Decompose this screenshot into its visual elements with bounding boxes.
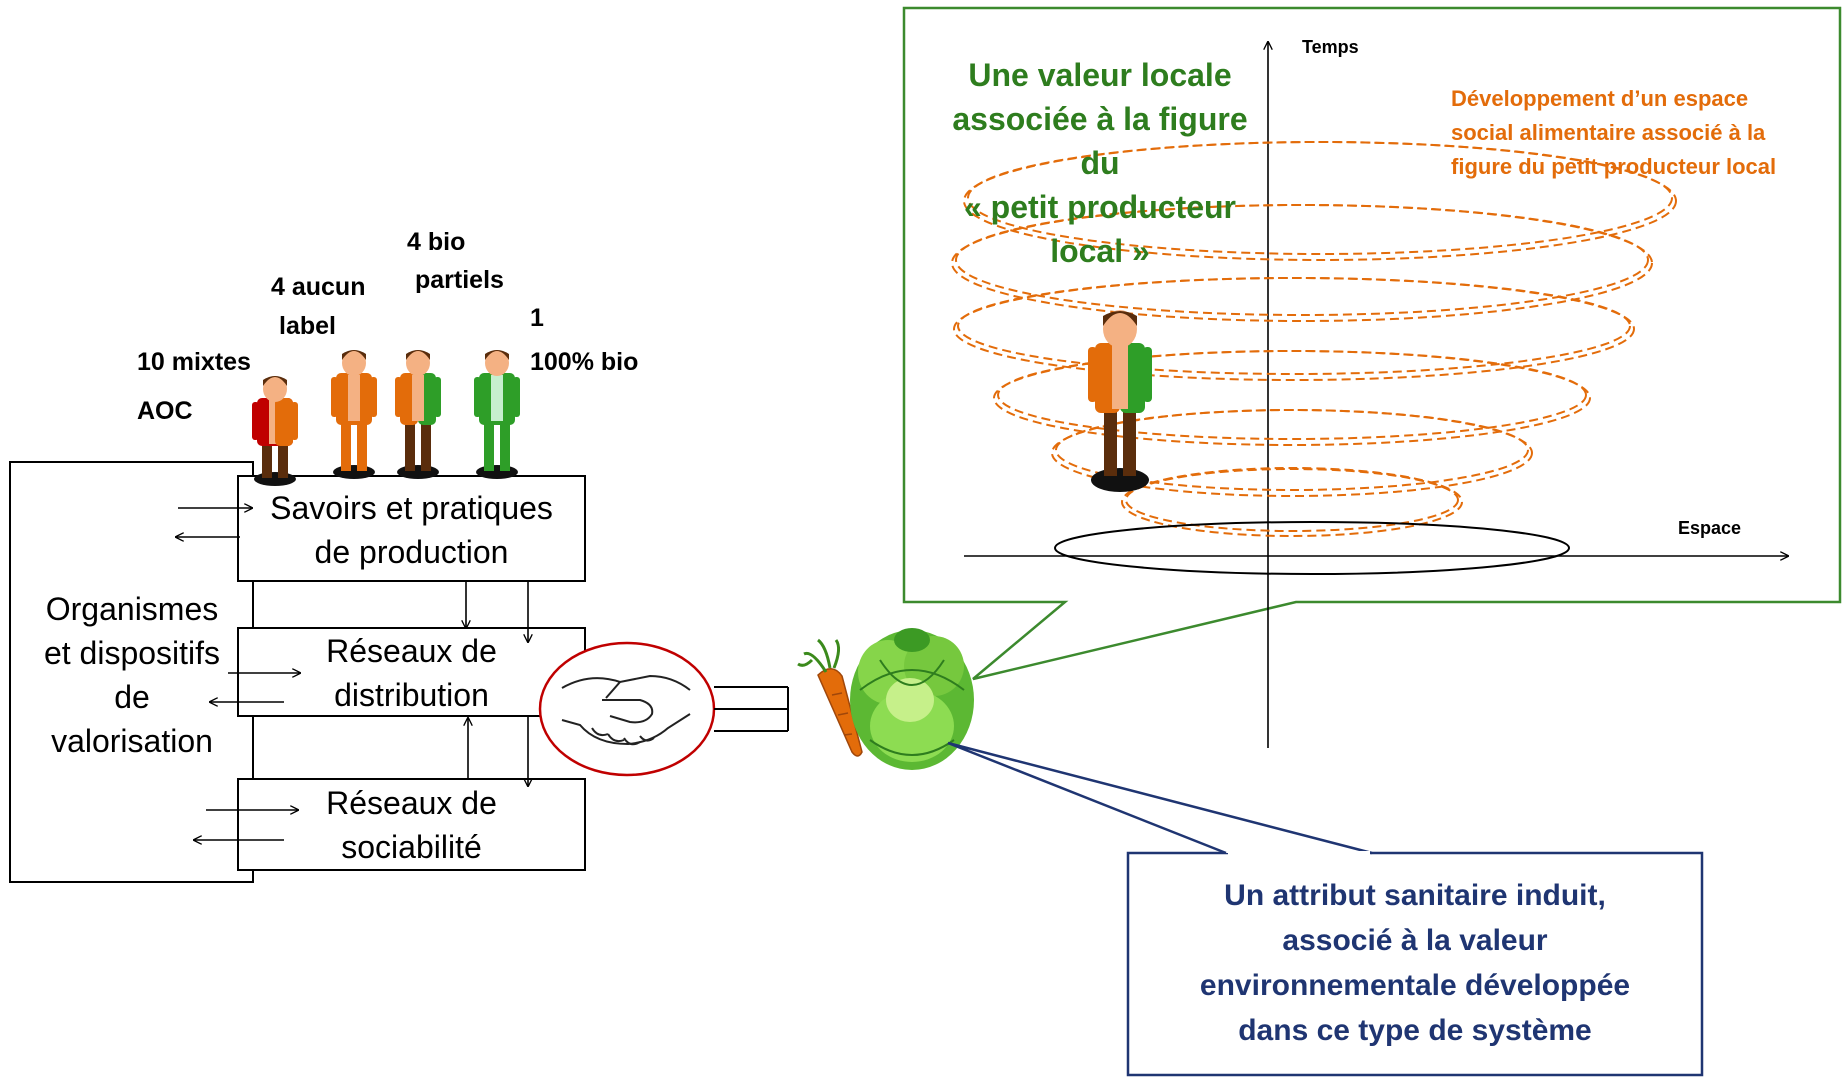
sociability-label-1: Réseaux de xyxy=(326,785,497,821)
carrot-icon xyxy=(797,638,863,757)
green-title-1: Une valeur locale xyxy=(968,57,1232,93)
navy-text-2: associé à la valeur xyxy=(1282,924,1548,957)
navy-callout-pointer xyxy=(947,741,1373,855)
farmer-label-partial-2: partiels xyxy=(415,266,504,294)
spiral xyxy=(951,141,1677,537)
farmer-organic xyxy=(474,350,520,479)
sociability-label-2: sociabilité xyxy=(341,829,482,865)
farmer-mixed xyxy=(252,376,298,486)
farmer-label-mixed-2: AOC xyxy=(137,397,193,425)
valorisation-label-3: de xyxy=(114,679,150,715)
green-title-3: du xyxy=(1080,145,1120,181)
orange-text-1: Développement d’un espace xyxy=(1451,86,1749,111)
navy-text-4: dans ce type de système xyxy=(1238,1014,1592,1047)
handshake-icon xyxy=(561,674,691,746)
axis-label-time: Temps xyxy=(1302,37,1359,57)
base-ring xyxy=(1054,521,1570,575)
sociability-box xyxy=(237,778,586,871)
flow-arrows xyxy=(176,508,528,840)
production-label-2: de production xyxy=(314,534,509,570)
farmer-label-mixed-1: 10 mixtes xyxy=(137,348,251,376)
orange-text-2: social alimentaire associé à la xyxy=(1451,120,1766,145)
navy-callout xyxy=(1126,851,1704,1077)
valorisation-label-2: et dispositifs xyxy=(43,635,221,671)
distribution-label-2: distribution xyxy=(334,677,489,713)
valorisation-label-4: valorisation xyxy=(51,723,213,759)
production-box xyxy=(237,475,586,582)
axis-label-space: Espace xyxy=(1678,518,1742,538)
green-title-2: associée à la figure xyxy=(952,101,1248,137)
farmer-label-partial-1: 4 bio xyxy=(407,228,466,256)
orange-text-3: figure du petit producteur local xyxy=(1451,154,1777,179)
navy-text-1: Un attribut sanitaire induit, xyxy=(1224,879,1606,912)
farmer-nolabel xyxy=(331,350,377,479)
farmer-central xyxy=(1088,310,1152,492)
valorisation-box xyxy=(9,461,254,883)
distribution-label-1: Réseaux de xyxy=(326,633,497,669)
farmer-label-nolabel-2: label xyxy=(279,312,336,340)
production-label-1: Savoirs et pratiques xyxy=(270,490,553,526)
farmer-label-organic-1: 1 xyxy=(530,304,544,332)
farmer-label-organic-2: 100% bio xyxy=(530,348,639,376)
green-title-4: « petit producteur xyxy=(963,189,1236,225)
green-title-5: local » xyxy=(1050,233,1150,269)
farmer-partial xyxy=(395,350,441,479)
farmer-label-nolabel-1: 4 aucun xyxy=(271,273,366,301)
navy-text-3: environnementale développée xyxy=(1199,969,1631,1002)
lettuce-icon xyxy=(850,628,974,770)
connector-lines xyxy=(714,686,789,732)
valorisation-label-1: Organismes xyxy=(45,591,219,627)
